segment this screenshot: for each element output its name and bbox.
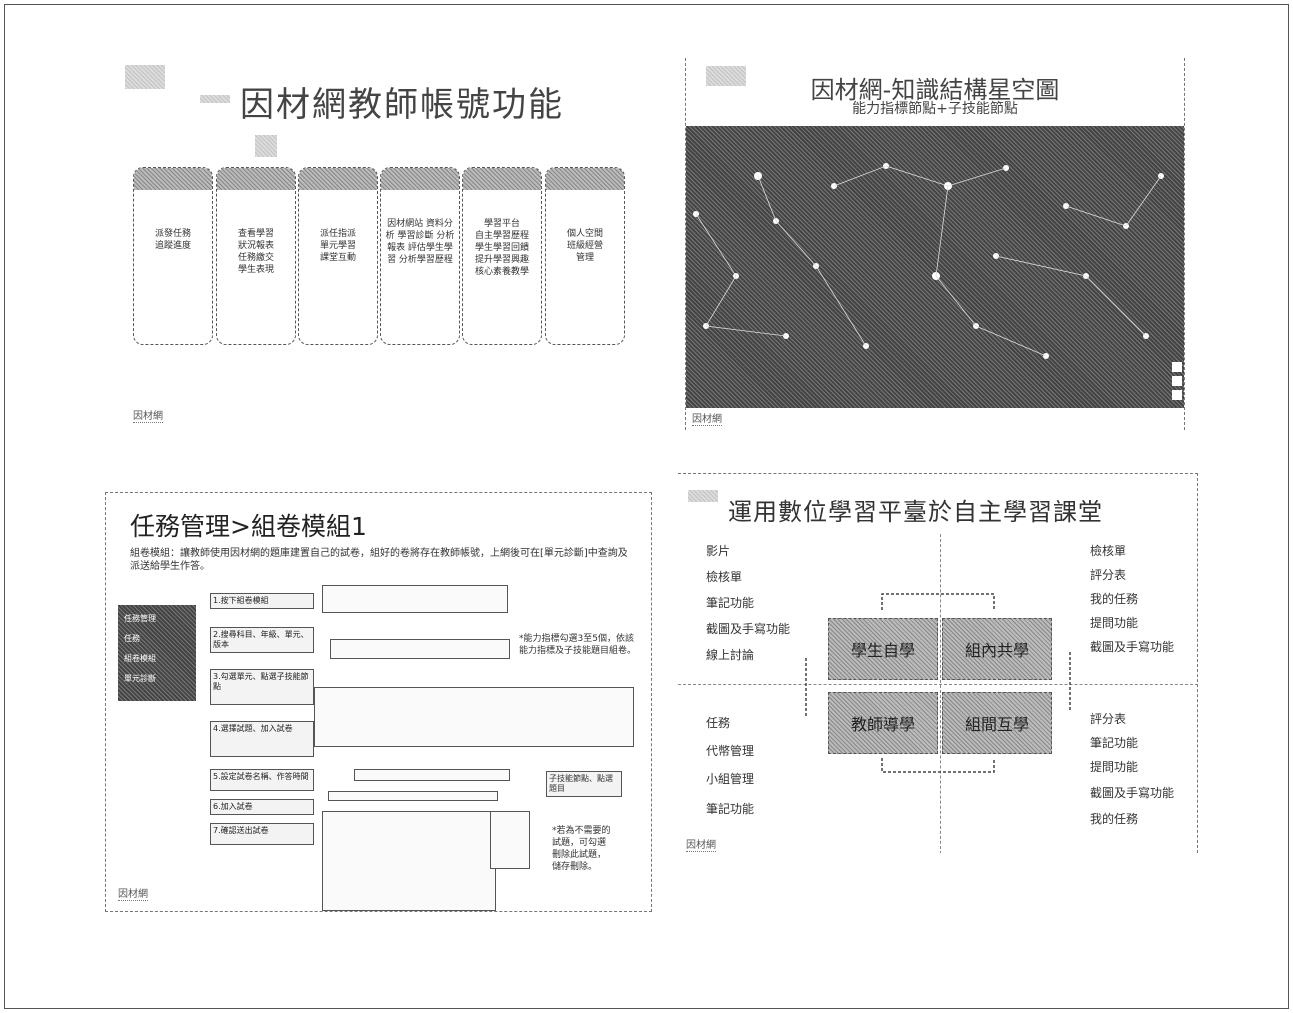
decoration xyxy=(200,95,230,103)
tag: 提問功能 xyxy=(1090,760,1139,774)
tag: 檢核單 xyxy=(706,570,743,584)
logo: 因材網 xyxy=(686,836,716,852)
tag: 評分表 xyxy=(1090,568,1127,582)
side-menu-item[interactable]: 組卷模組 xyxy=(124,654,156,663)
horizontal-axis xyxy=(678,684,1197,686)
cycle-arrows xyxy=(805,593,1071,773)
card-header xyxy=(134,168,212,190)
slide-description: 組卷模組：讓教師使用因材網的題庫建置自己的試卷，組好的卷將存在教師帳號，上網後可… xyxy=(130,548,628,572)
mock-search-panel[interactable] xyxy=(322,585,508,613)
tag: 代幣管理 xyxy=(706,744,755,758)
zoom-in-button[interactable] xyxy=(1172,362,1182,372)
knowledge-graph[interactable] xyxy=(686,126,1184,408)
slide-knowledge-star-map: 因材網-知識結構星空圖 能力指標節點+子技能節點 xyxy=(685,58,1185,430)
decoration xyxy=(255,135,277,157)
slide-title: 運用數位學習平臺於自主學習課堂 xyxy=(728,498,1103,526)
tag: 筆記功能 xyxy=(706,596,755,610)
graph-edge xyxy=(833,165,1007,187)
graph-nodes xyxy=(693,163,1182,400)
graph-edge xyxy=(695,213,787,337)
quadrant: 組間互學 xyxy=(942,692,1052,754)
feature-card: 學習平台 自主學習歷程 學生學習回饋 提升學習興趣 核心素養教學 xyxy=(462,167,542,345)
tag: 評分表 xyxy=(1090,712,1127,726)
logo: 因材網 xyxy=(118,885,148,901)
step-box: 7.確認送出試卷 xyxy=(210,823,314,845)
slide-title: 因材網-知識結構星空圖 xyxy=(810,76,1060,104)
slide-teacher-account-features: 因材網教師帳號功能 派發任務 追蹤進度 查看學習 狀況報表 任務繳交 學生表現 … xyxy=(105,55,645,435)
vertical-axis xyxy=(940,534,942,853)
quadrant: 教師導學 xyxy=(828,692,938,754)
tag: 線上討論 xyxy=(706,648,755,662)
note: *能力指標勾選3至5個，依該能力指標及子技能題目組卷。 xyxy=(519,634,637,656)
mock-question-list[interactable] xyxy=(322,811,496,911)
step-box: 5.設定試卷名稱、作答時間 xyxy=(210,769,314,791)
graph-edge xyxy=(757,175,867,347)
graph-edge xyxy=(995,255,1147,337)
card-label: 派發任務 追蹤進度 xyxy=(154,229,191,251)
tag: 小組管理 xyxy=(706,772,755,786)
side-menu-item[interactable]: 任務管理 xyxy=(124,614,156,623)
side-menu-item[interactable]: 單元診斷 xyxy=(124,674,156,683)
step-box: 6.加入試卷 xyxy=(210,799,314,815)
tag: 截圖及手寫功能 xyxy=(706,622,791,636)
graph-edge xyxy=(975,325,1047,357)
tag: 檢核單 xyxy=(1090,544,1127,558)
card-header xyxy=(217,168,295,190)
tag: 我的任務 xyxy=(1090,812,1139,826)
step-box: 2.搜尋科目、年級、單元、版本 xyxy=(210,627,314,653)
tag: 任務 xyxy=(706,716,731,730)
decoration xyxy=(706,66,746,86)
slide-task-management-quiz-module: 任務管理>組卷模組1 組卷模組：讓教師使用因材網的題庫建置自己的試卷，組好的卷將… xyxy=(105,492,652,912)
note: 子技能節點、點選題目 xyxy=(546,771,622,797)
tag: 筆記功能 xyxy=(1090,736,1139,750)
step-box: 1.按下組卷模組 xyxy=(210,593,314,609)
step-box: 3.勾選單元、點選子技能節點 xyxy=(210,669,314,705)
tag: 截圖及手寫功能 xyxy=(1090,640,1175,654)
zoom-out-button[interactable] xyxy=(1172,376,1182,386)
slide-title: 因材網教師帳號功能 xyxy=(240,85,564,125)
decoration xyxy=(125,65,165,89)
mock-filter-row[interactable] xyxy=(330,639,510,659)
card-header xyxy=(299,168,377,190)
tag: 提問功能 xyxy=(1090,616,1139,630)
step-box: 4.選擇試題、加入試卷 xyxy=(210,721,314,757)
card-header xyxy=(463,168,541,190)
logo: 因材網 xyxy=(133,407,163,423)
card-label: 因材網站 資料分析 學習診斷 分析報表 評估學生學習 分析學習歷程 xyxy=(385,219,455,265)
graph-edge xyxy=(1065,175,1162,227)
slide-title: 任務管理>組卷模組1 xyxy=(130,512,367,541)
feature-card: 派發任務 追蹤進度 xyxy=(133,167,213,345)
feature-card: 個人空間 班級經營 管理 xyxy=(545,167,625,345)
feature-card: 查看學習 狀況報表 任務繳交 學生表現 xyxy=(216,167,296,345)
reset-view-button[interactable] xyxy=(1172,390,1182,400)
note: *若為不需要的試題，可勾選刪除此試題，儲存刪除。 xyxy=(552,826,611,872)
tag: 我的任務 xyxy=(1090,592,1139,606)
graph-edge xyxy=(935,185,977,327)
card-label: 學習平台 自主學習歷程 學生學習回饋 提升學習興趣 核心素養教學 xyxy=(474,219,529,277)
slide-digital-learning-platform: 運用數位學習平臺於自主學習課堂 影片 檢核單 筆記功能 截圖及手寫功能 線上討論… xyxy=(678,473,1198,853)
logo: 因材網 xyxy=(692,410,722,426)
tag: 影片 xyxy=(706,544,731,558)
quadrant: 組內共學 xyxy=(942,618,1052,680)
feature-card: 因材網站 資料分析 學習診斷 分析報表 評估學生學習 分析學習歷程 xyxy=(380,167,460,345)
slide-subtitle: 能力指標節點+子技能節點 xyxy=(852,101,1018,117)
page-frame xyxy=(4,4,1289,1009)
card-label: 個人空間 班級經營 管理 xyxy=(566,229,603,263)
quadrant: 學生自學 xyxy=(828,618,938,680)
feature-card: 派任指派 單元學習 課堂互動 xyxy=(298,167,378,345)
side-menu xyxy=(118,605,196,701)
tag: 截圖及手寫功能 xyxy=(1090,786,1175,800)
mock-quiz-time[interactable] xyxy=(328,791,498,801)
mock-question-checkboxes[interactable] xyxy=(490,811,530,869)
card-label: 查看學習 狀況報表 任務繳交 學生表現 xyxy=(237,229,274,275)
card-label: 派任指派 單元學習 課堂互動 xyxy=(319,229,356,263)
side-menu-item[interactable]: 任務 xyxy=(124,634,140,643)
card-header xyxy=(546,168,624,190)
mock-quiz-name[interactable] xyxy=(354,769,510,781)
tag: 筆記功能 xyxy=(706,802,755,816)
decoration xyxy=(688,490,718,502)
card-header xyxy=(381,168,459,190)
mock-node-panel[interactable] xyxy=(314,687,634,747)
